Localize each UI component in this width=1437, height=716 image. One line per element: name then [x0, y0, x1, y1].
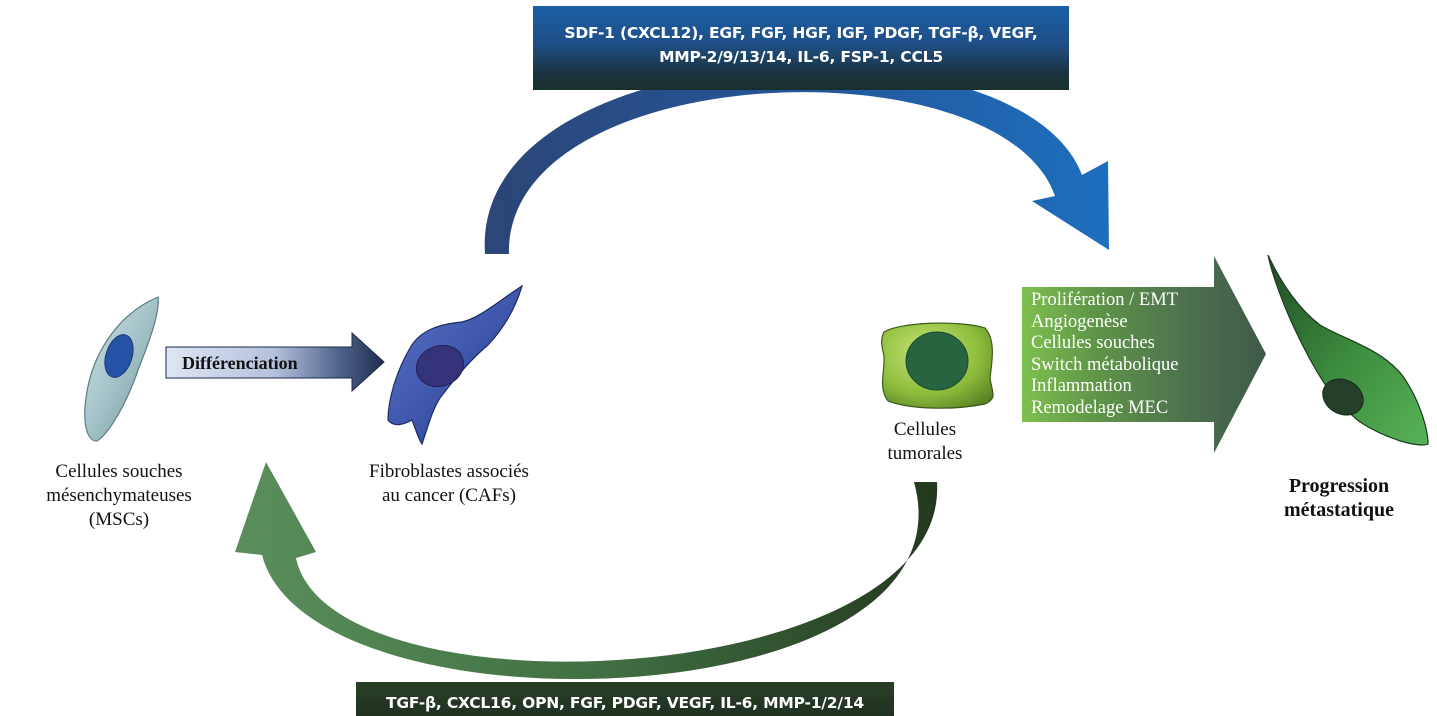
caf-cell: [387, 284, 524, 446]
metastatic-cell: [1267, 254, 1429, 446]
top-factors-line-1: SDF-1 (CXCL12), EGF, FGF, HGF, IGF, PDGF…: [564, 24, 1038, 42]
tumor-label: Cellules tumorales: [845, 418, 1005, 466]
progression-label-line-1: Progression: [1288, 475, 1390, 497]
effect-item: Angiogenèse: [1031, 311, 1128, 332]
msc-cell: [84, 296, 159, 442]
effect-item: Prolifération / EMT: [1031, 290, 1178, 310]
top-factors-line-2: MMP-2/9/13/14, IL-6, FSP-1, CCL5: [659, 48, 943, 66]
tumor-cell: [881, 322, 994, 409]
caf-label: Fibroblastes associés au cancer (CAFs): [335, 460, 563, 508]
top-factors-banner: SDF-1 (CXCL12), EGF, FGF, HGF, IGF, PDGF…: [533, 6, 1069, 90]
msc-label-line-3: (MSCs): [88, 509, 150, 530]
tumor-label-line-2: tumorales: [887, 443, 963, 464]
progression-label-line-2: métastatique: [1284, 499, 1394, 521]
differentiation-arrow: [165, 331, 385, 393]
effect-item: Cellules souches: [1031, 333, 1155, 353]
effect-item: Remodelage MEC: [1031, 397, 1169, 418]
differentiation-label: Différenciation: [182, 353, 298, 373]
effect-item: Switch métabolique: [1031, 354, 1179, 375]
msc-label-line-1: Cellules souches: [55, 461, 183, 482]
caf-label-line-2: au cancer (CAFs): [381, 485, 516, 506]
msc-label-line-2: mésenchymateuses: [46, 485, 192, 506]
effects-arrow: [1022, 256, 1266, 453]
msc-label: Cellules souches mésenchymateuses (MSCs): [4, 460, 234, 532]
bottom-factors-banner: TGF-β, CXCL16, OPN, FGF, PDGF, VEGF, IL-…: [356, 682, 894, 716]
bottom-factors-text: TGF-β, CXCL16, OPN, FGF, PDGF, VEGF, IL-…: [386, 694, 864, 712]
progression-label: Progression métastatique: [1250, 474, 1428, 522]
effects-list: Prolifération / EMT Angiogenèse Cellules…: [1031, 290, 1221, 419]
tumor-label-line-1: Cellules: [893, 419, 957, 440]
caf-label-line-1: Fibroblastes associés: [369, 461, 529, 482]
top-curved-arrow: [484, 66, 1109, 254]
effect-item: Inflammation: [1031, 376, 1132, 396]
